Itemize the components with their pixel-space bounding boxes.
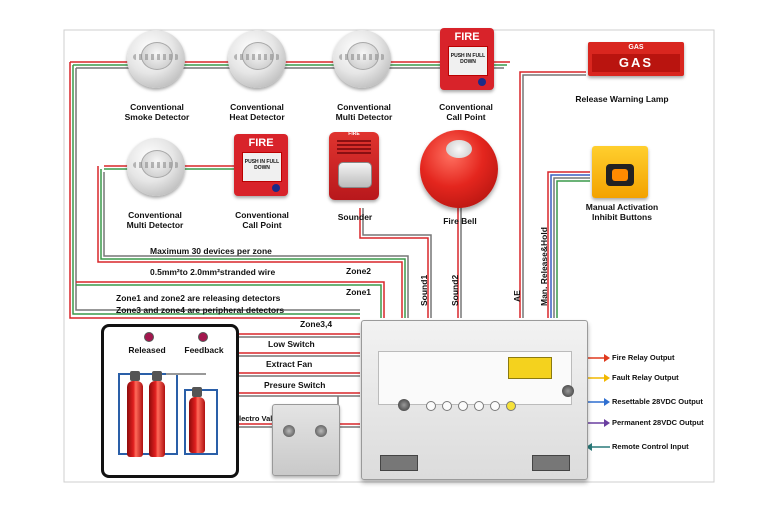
feedback-label: Feedback	[184, 345, 224, 355]
sound1-label: Sound1	[419, 274, 429, 306]
panel-button[interactable]	[474, 401, 484, 411]
release-warning-lamp-icon: GAS GAS	[588, 42, 684, 76]
callpoint-title: FIRE	[454, 31, 480, 43]
sound2-wire	[457, 200, 462, 318]
fault-relay-output-label: Fault Relay Output	[612, 373, 679, 382]
permanent-output-label: Permanent 28VDC Output	[612, 418, 704, 427]
zone2-label: Zone2	[346, 266, 372, 276]
callpoint-mid-glass: PUSH IN FULL DOWN	[242, 152, 282, 182]
diagram-frame	[63, 29, 715, 483]
smoke-detector-label: Conventional Smoke Detector	[124, 102, 190, 122]
call-point-mid-icon: FIRE PUSH IN FULL DOWN	[234, 134, 288, 196]
fire-relay-output-label: Fire Relay Output	[612, 353, 675, 362]
ae-wire	[519, 71, 586, 318]
callpoint-mid-glass-text: PUSH IN FULL DOWN	[244, 159, 280, 171]
cylinder-cap-icon	[192, 387, 202, 397]
pressure-switch-label: Presure Switch	[264, 380, 326, 390]
panel-button[interactable]	[490, 401, 500, 411]
callpoint-key-icon	[478, 78, 486, 86]
gas-cylinder-icon	[149, 381, 165, 457]
manual-activation-label: Manual Activation Inhibit Buttons	[585, 202, 659, 222]
max-devices-note: Maximum 30 devices per zone	[150, 246, 272, 256]
lamp-small-text: GAS	[628, 44, 644, 51]
zone1-label: Zone1	[346, 287, 372, 297]
sounder-icon: FIRE	[329, 131, 379, 200]
feedback-indicator-icon	[198, 332, 208, 342]
multi-detector-icon	[333, 30, 391, 88]
cylinder-cap-icon	[130, 371, 140, 381]
multi-detector-top-label: Conventional Multi Detector	[335, 102, 393, 122]
panel-button[interactable]	[442, 401, 452, 411]
man-release-wire	[547, 171, 590, 318]
sound2-label: Sound2	[450, 274, 460, 306]
resettable-output-label: Resettable 28VDC Output	[612, 397, 703, 406]
released-label: Released	[128, 345, 166, 355]
release-warning-lamp-label: Release Warning Lamp	[575, 94, 669, 104]
smoke-detector-icon	[127, 30, 185, 88]
multi-detector-mid-label: Conventional Multi Detector	[126, 210, 184, 230]
zone1-bus	[76, 281, 385, 318]
output-arrows	[586, 354, 610, 451]
extinguisher-cylinder-box: Released Feedback	[101, 324, 239, 478]
manifold-pipe	[166, 373, 206, 375]
fire-bell-icon	[420, 130, 498, 208]
panel-button[interactable]	[458, 401, 468, 411]
call-point-mid-label: Conventional Call Point	[235, 210, 289, 230]
switch-knob-icon[interactable]	[283, 425, 295, 437]
lamp-big-text: GAS	[592, 54, 680, 72]
fire-control-panel	[361, 320, 588, 480]
call-point-top-label: Conventional Call Point	[439, 102, 493, 122]
gas-cylinder-icon	[189, 397, 205, 453]
multi-detector-mid-icon	[127, 138, 185, 196]
panel-vent	[380, 455, 418, 471]
callpoint-mid-key-icon	[272, 184, 280, 192]
gas-cylinder-icon	[127, 381, 143, 457]
released-indicator-icon	[144, 332, 154, 342]
man-release-label: Man. Release&Hold	[539, 227, 549, 306]
panel-display-icon	[508, 357, 552, 379]
heat-detector-label: Conventional Heat Detector	[229, 102, 285, 122]
panel-lock-icon[interactable]	[562, 385, 574, 397]
callpoint-glass-text: PUSH IN FULL DOWN	[450, 53, 486, 65]
heat-detector-icon	[228, 30, 286, 88]
sounder-label: Sounder	[337, 212, 373, 222]
panel-key-icon[interactable]	[398, 399, 410, 411]
panel-button[interactable]	[426, 401, 436, 411]
panel-vent	[532, 455, 570, 471]
low-switch-label: Low Switch	[268, 339, 315, 349]
callpoint-glass: PUSH IN FULL DOWN	[448, 46, 488, 76]
emergency-switch-box	[272, 404, 340, 476]
panel-button[interactable]	[506, 401, 516, 411]
fire-bell-label: Fire Bell	[443, 216, 477, 226]
call-point-icon: FIRE PUSH IN FULL DOWN	[440, 28, 494, 90]
zone34-label: Zone3,4	[300, 319, 333, 329]
wire-spec-note: 0.5mm²to 2.0mm²stranded wire	[150, 267, 276, 277]
sounder-title: FIRE	[348, 131, 360, 137]
cylinder-cap-icon	[152, 371, 162, 381]
remote-control-input-label: Remote Control Input	[612, 442, 689, 451]
zone-note-2: Zone3 and zone4 are peripheral detectors	[116, 305, 285, 315]
sound1-wire	[359, 208, 432, 318]
zone-note-1: Zone1 and zone2 are releasing detectors	[116, 293, 281, 303]
extract-fan-label: Extract Fan	[266, 359, 313, 369]
electro-valve-label: Electro Valv	[234, 414, 277, 423]
callpoint-mid-title: FIRE	[248, 137, 274, 149]
switch-knob-icon[interactable]	[315, 425, 327, 437]
manual-activation-inhibit-icon	[592, 146, 648, 198]
ae-label: AE	[512, 290, 522, 302]
cylinder-rack-left	[118, 373, 178, 455]
left-input-wires	[234, 333, 360, 428]
